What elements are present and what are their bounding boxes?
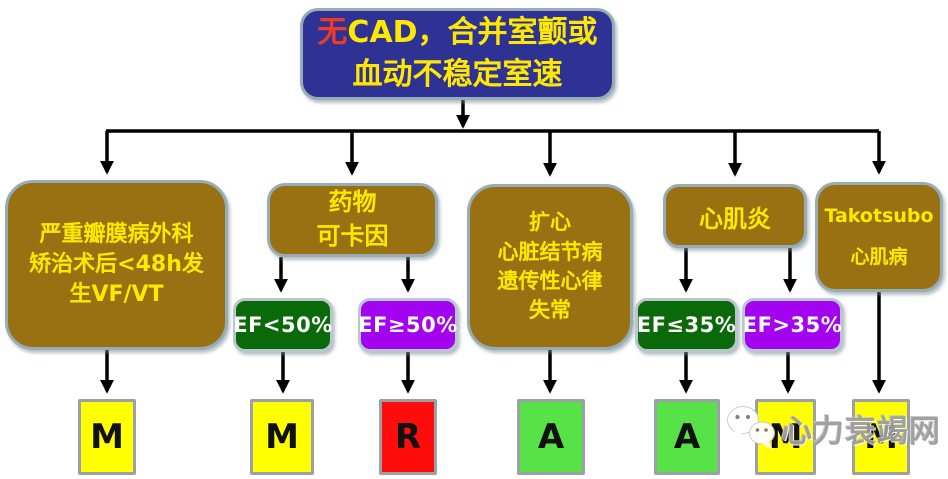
node-valve-surgery-vf-vt: 严重瓣膜病外科 矫治术后<48h发 生VF/VT bbox=[5, 180, 228, 350]
node-root-no-cad: 无CAD，合并室颤或 血动不稳定室速 bbox=[300, 8, 615, 100]
ef-box-lt50: EF<50% bbox=[233, 298, 333, 352]
outcome-box-r: R bbox=[379, 399, 437, 475]
ef-box-ge50: EF≥50% bbox=[358, 298, 458, 352]
outcome-box-m1: M bbox=[78, 399, 136, 475]
ef-box-le35: EF≤35% bbox=[635, 298, 738, 352]
root-title-highlight: 无 bbox=[317, 15, 348, 50]
outcome-box-m2: M bbox=[250, 399, 314, 475]
node-drugs-cocaine: 药物 可卡因 bbox=[267, 183, 438, 257]
root-title-line1-rest: CAD，合并室颤或 bbox=[347, 15, 598, 50]
node-myocarditis: 心肌炎 bbox=[663, 184, 807, 248]
node-dcm-sarcoid-inherited-arrhythmia: 扩心 心脏结节病 遗传性心律 失常 bbox=[467, 184, 633, 350]
outcome-box-m4: M bbox=[852, 399, 910, 475]
root-title-line1: 无CAD，合并室颤或 bbox=[317, 12, 597, 54]
node-takotsubo-cardiomyopathy: Takotsubo 心肌病 bbox=[815, 182, 943, 292]
outcome-box-a2: A bbox=[654, 399, 720, 475]
root-title-line2: 血动不稳定室速 bbox=[352, 57, 563, 92]
wechat-icon bbox=[727, 406, 775, 450]
outcome-box-a1: A bbox=[517, 399, 585, 475]
watermark: 心力衰竭网 bbox=[726, 404, 941, 452]
ef-box-gt35: EF>35% bbox=[742, 298, 843, 352]
watermark-text: 心力衰竭网 bbox=[781, 413, 941, 450]
